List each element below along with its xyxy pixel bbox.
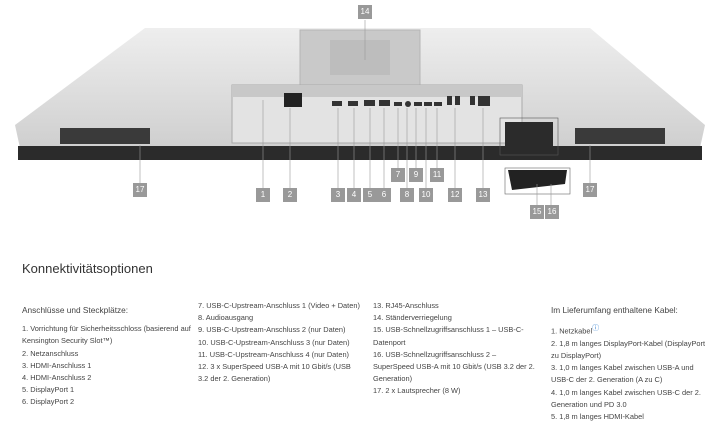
list-item: 3. HDMI-Anschluss 1 <box>22 360 192 372</box>
list-item: 17. 2 x Lautsprecher (8 W) <box>373 385 538 397</box>
usb-quick-access-hub <box>505 122 553 152</box>
list-item-text: 3. HDMI-Anschluss 1 <box>22 360 92 370</box>
list-item-text: 3. 1,0 m langes Kabel zwischen USB-A und… <box>551 363 694 385</box>
list-item: 7. USB-C-Upstream-Anschluss 1 (Video + D… <box>198 300 363 312</box>
power-port <box>284 93 302 107</box>
callout-7: 7 <box>391 168 405 182</box>
list-item-text: 16. USB-Schnellzugriffsanschluss 2 – Sup… <box>373 349 535 384</box>
list-item: 4. 1,0 m langes Kabel zwischen USB-C der… <box>551 387 711 411</box>
callout-1: 1 <box>256 188 270 202</box>
list-item-text: 12. 3 x SuperSpeed USB-A mit 10 Gbit/s (… <box>198 362 351 384</box>
bottom-bezel <box>18 146 702 160</box>
callout-2: 2 <box>283 188 297 202</box>
list-item: 4. HDMI-Anschluss 2 <box>22 372 192 384</box>
list-item: 3. 1,0 m langes Kabel zwischen USB-A und… <box>551 362 711 386</box>
list-item-text: 17. 2 x Lautsprecher (8 W) <box>373 386 461 396</box>
speaker-grille-left <box>60 128 150 144</box>
list-item-text: 6. DisplayPort 2 <box>22 397 75 407</box>
list-item: 9. USB-C-Upstream-Anschluss 2 (nur Daten… <box>198 324 363 336</box>
list-item: 14. Ständerverriegelung <box>373 312 538 324</box>
list-item-text: 10. USB-C-Upstream-Anschluss 3 (nur Date… <box>198 337 350 347</box>
list-item: 15. USB-Schnellzugriffsanschluss 1 – USB… <box>373 324 538 348</box>
callout-13: 13 <box>476 188 490 202</box>
callout-5: 5 <box>363 188 377 202</box>
section-title: Konnektivitätsoptionen <box>22 261 153 276</box>
callout-9: 9 <box>409 168 423 182</box>
callout-10: 10 <box>419 188 433 202</box>
list-item: 10. USB-C-Upstream-Anschluss 3 (nur Date… <box>198 337 363 349</box>
callout-6: 6 <box>377 188 391 202</box>
list-item: 2. 1,8 m langes DisplayPort-Kabel (Displ… <box>551 338 711 362</box>
list-item: 12. 3 x SuperSpeed USB-A mit 10 Gbit/s (… <box>198 361 363 385</box>
list-item: 1. Netzkabelⓘ <box>551 323 711 338</box>
callout-15: 15 <box>530 205 544 219</box>
ports-row <box>332 96 490 107</box>
list-item-text: 15. USB-Schnellzugriffsanschluss 1 – USB… <box>373 325 524 347</box>
list-item-text: 4. HDMI-Anschluss 2 <box>22 373 92 383</box>
list-item: 1. Vorrichtung für Sicherheitsschloss (b… <box>22 323 192 347</box>
callout-8: 8 <box>400 188 414 202</box>
list-item-text: 4. 1,0 m langes Kabel zwischen USB-C der… <box>551 387 701 409</box>
list-item-text: 5. DisplayPort 1 <box>22 385 75 395</box>
list-item: 5. 1,8 m langes HDMI-Kabel <box>551 411 711 423</box>
list-item-text: 5. 1,8 m langes HDMI-Kabel <box>551 412 644 422</box>
list-item-text: 8. Audioausgang <box>198 313 254 323</box>
callout-17-right: 17 <box>583 183 597 197</box>
list-item: 11. USB-C-Upstream-Anschluss 4 (nur Date… <box>198 349 363 361</box>
list-item-text: 14. Ständerverriegelung <box>373 313 452 323</box>
cables-heading: Im Lieferumfang enthaltene Kabel: <box>551 305 678 315</box>
callout-16: 16 <box>545 205 559 219</box>
list-item: 2. Netzanschluss <box>22 348 192 360</box>
list-item-text: 1. Netzkabel <box>551 326 593 336</box>
list-item-text: 1. Vorrichtung für Sicherheitsschloss (b… <box>22 324 191 346</box>
callout-12: 12 <box>448 188 462 202</box>
list-item: 16. USB-Schnellzugriffsanschluss 2 – Sup… <box>373 349 538 386</box>
list-item: 5. DisplayPort 1 <box>22 384 192 396</box>
callout-11: 11 <box>430 168 444 182</box>
cables-column: Im Lieferumfang enthaltene Kabel: 1. Net… <box>551 300 711 423</box>
list-item-text: 2. Netzanschluss <box>22 348 79 358</box>
ports-column-1: Anschlüsse und Steckplätze: 1. Vorrichtu… <box>22 300 192 409</box>
list-item-text: 9. USB-C-Upstream-Anschluss 2 (nur Daten… <box>198 325 346 335</box>
callout-14: 14 <box>358 5 372 19</box>
list-item: 8. Audioausgang <box>198 312 363 324</box>
list-item: 13. RJ45-Anschluss <box>373 300 538 312</box>
callout-17-left: 17 <box>133 183 147 197</box>
ports-column-2: 7. USB-C-Upstream-Anschluss 1 (Video + D… <box>198 300 363 385</box>
callout-3: 3 <box>331 188 345 202</box>
ports-column-3: 13. RJ45-Anschluss 14. Ständerverriegelun… <box>373 300 538 398</box>
ports-heading: Anschlüsse und Steckplätze: <box>22 305 129 315</box>
info-icon[interactable]: ⓘ <box>592 325 600 333</box>
monitor-illustration <box>15 20 705 205</box>
speaker-grille-right <box>575 128 665 144</box>
list-item-text: 2. 1,8 m langes DisplayPort-Kabel (Displ… <box>551 338 706 361</box>
monitor-rear-image: 14 17 1 2 3 4 5 6 7 8 9 10 11 12 13 15 1… <box>15 5 705 219</box>
list-item-text: 13. RJ45-Anschluss <box>373 301 439 310</box>
list-item: 6. DisplayPort 2 <box>22 396 192 408</box>
list-item-text: 11. USB-C-Upstream-Anschluss 4 (nur Date… <box>198 349 350 359</box>
callout-4: 4 <box>347 188 361 202</box>
list-item-text: 7. USB-C-Upstream-Anschluss 1 (Video + D… <box>198 301 360 310</box>
